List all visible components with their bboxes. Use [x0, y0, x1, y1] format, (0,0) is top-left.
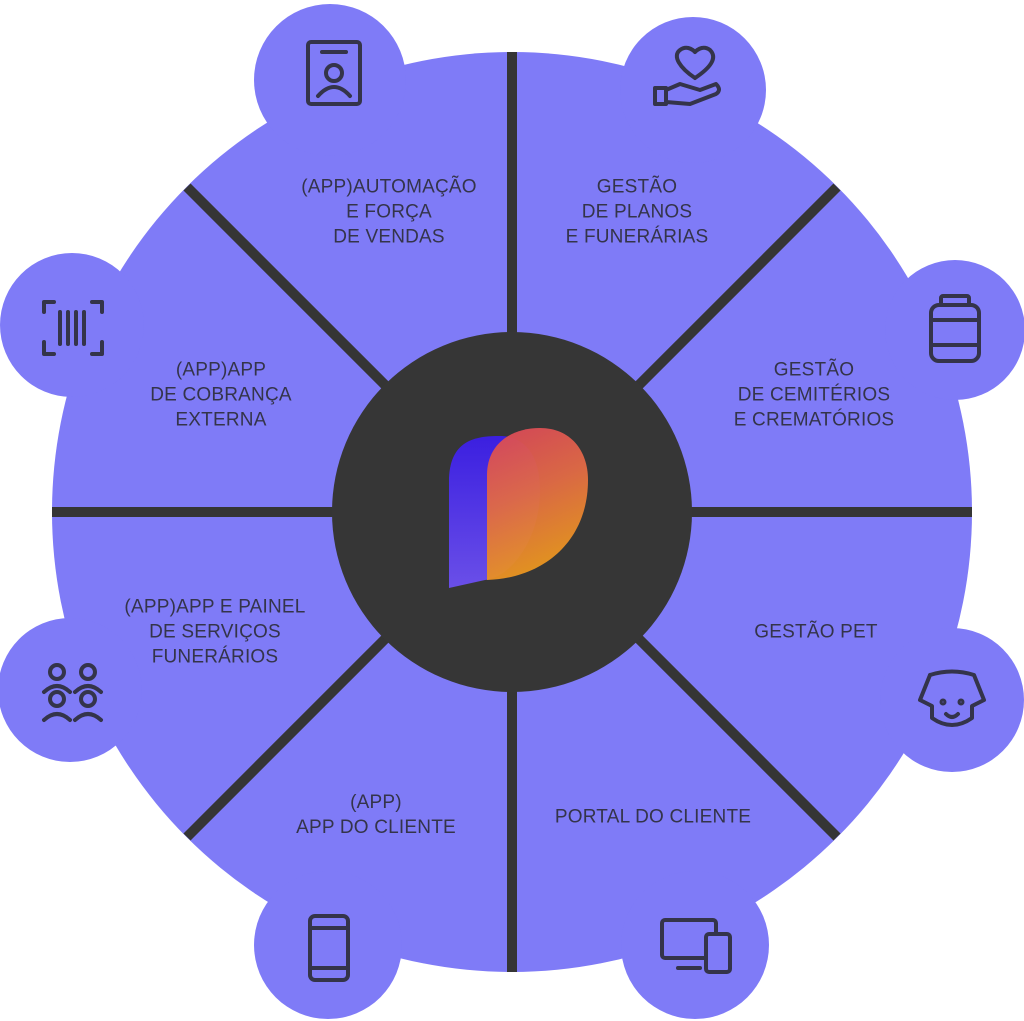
bump-6 — [254, 871, 402, 1019]
bump-4 — [880, 628, 1024, 772]
brand-logo — [449, 428, 588, 588]
label-line: E FUNERÁRIAS — [565, 226, 709, 248]
label-line: DE COBRANÇA — [150, 384, 292, 406]
label-line: DE CEMITÉRIOS — [737, 384, 891, 406]
label-line: DE PLANOS — [581, 201, 693, 223]
bump-7 — [0, 618, 142, 762]
barcode-scan-icon — [42, 300, 104, 356]
label-line: (APP)AUTOMAÇÃO — [301, 176, 477, 198]
segment-label-cobranca-externa: (APP)APP DE COBRANÇA EXTERNA — [150, 358, 292, 433]
hand-heart-icon — [653, 45, 721, 106]
bump-8 — [0, 253, 144, 397]
label-line: GESTÃO — [596, 176, 678, 198]
label-line: GESTÃO — [773, 359, 855, 381]
segment-label-app-cliente: (APP) APP DO CLIENTE — [296, 790, 456, 840]
users-group-icon — [42, 663, 103, 722]
label-line: DE SERVIÇOS — [149, 621, 281, 643]
label-line: FUNERÁRIOS — [151, 646, 279, 668]
bump-2 — [620, 17, 766, 163]
label-line: (APP) — [350, 792, 402, 813]
segment-label-portal-cliente: PORTAL DO CLIENTE — [555, 805, 751, 830]
segment-label-automacao-forca-vendas: (APP)AUTOMAÇÃO E FORÇA DE VENDAS — [301, 175, 477, 250]
segment-label-gestao-planos: GESTÃO DE PLANOS E FUNERÁRIAS — [566, 175, 709, 250]
bump-5 — [621, 871, 769, 1019]
label-line: E CREMATÓRIOS — [733, 409, 895, 431]
bump-3 — [885, 260, 1024, 400]
label-line: (APP)APP — [175, 359, 267, 381]
devices-icon — [660, 918, 732, 974]
dog-icon — [918, 669, 986, 727]
label-line: PORTAL DO CLIENTE — [554, 806, 752, 828]
label-line: APP DO CLIENTE — [296, 817, 456, 838]
label-line: (APP)APP E PAINEL — [124, 596, 306, 618]
urn-icon — [929, 294, 981, 363]
segment-label-servicos-funerarios: (APP)APP E PAINEL DE SERVIÇOS FUNERÁRIOS — [124, 595, 305, 670]
label-line: E FORÇA — [346, 201, 432, 223]
smartphone-icon — [308, 914, 350, 982]
label-line: EXTERNA — [175, 409, 267, 431]
segment-label-gestao-cemiterios: GESTÃO DE CEMITÉRIOS E CREMATÓRIOS — [734, 358, 895, 433]
label-line: DE VENDAS — [333, 226, 445, 248]
segment-label-gestao-pet: GESTÃO PET — [754, 620, 877, 645]
label-line: GESTÃO PET — [754, 621, 878, 643]
id-badge-icon — [306, 40, 362, 106]
